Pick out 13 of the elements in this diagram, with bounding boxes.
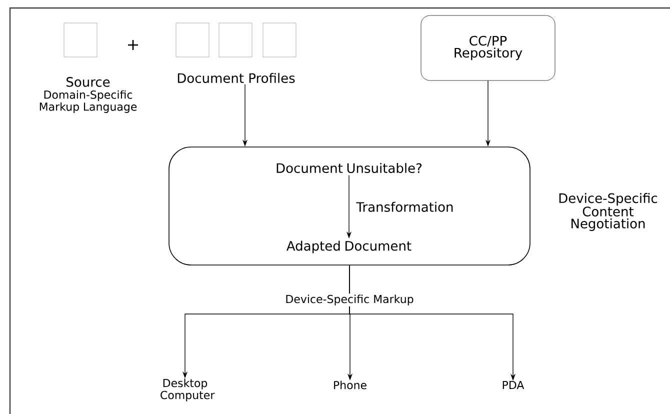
profiles-label: Document Profiles [178, 72, 295, 84]
source-label: Source Domain-Specific Markup Language [40, 77, 137, 113]
plus-sign: + [128, 40, 138, 50]
text-label: Document Unsuitable? [276, 162, 422, 174]
edge-label: Transformation [355, 200, 455, 213]
side-note: Device-Specific Content Negotiation [559, 193, 658, 231]
repository-box: CC/PP Repository [420, 15, 556, 81]
process-box [168, 146, 530, 266]
text-label: Desktop Computer [160, 378, 215, 402]
text-label: Phone [334, 380, 366, 390]
text-label: PDA [502, 380, 524, 389]
text-label: Adapted Document [286, 240, 412, 254]
edge-label: Device-Specific Markup [284, 294, 415, 306]
